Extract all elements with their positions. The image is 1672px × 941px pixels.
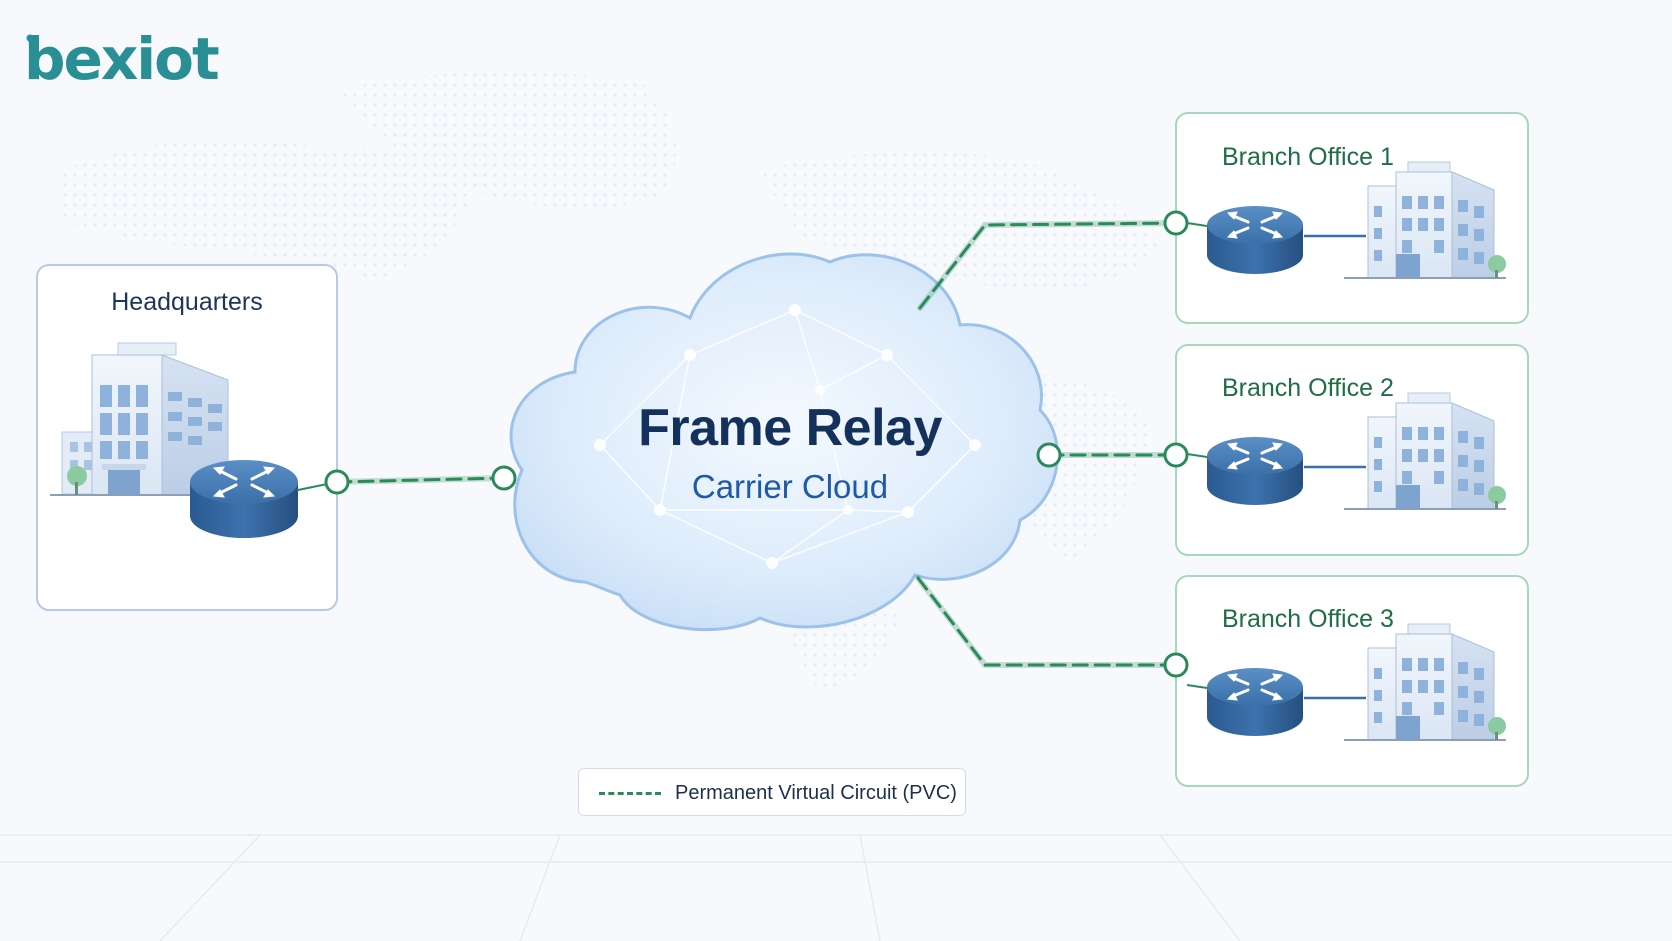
branch-router-icon	[1207, 206, 1303, 274]
branch-building-icon	[1344, 161, 1506, 279]
branch-router-icon	[1207, 437, 1303, 505]
endpoint-branch-3	[1163, 652, 1189, 678]
headquarters-building-icon	[50, 342, 232, 496]
pvc-endpoints	[324, 210, 1189, 678]
branch-office-2-equipment	[1186, 392, 1506, 510]
branch-router-icon	[1207, 668, 1303, 736]
headquarters-router-icon	[190, 460, 298, 538]
endpoint-hq	[324, 469, 350, 495]
logo-icon	[26, 34, 38, 60]
branch-office-3-equipment	[1186, 623, 1506, 741]
branch-building-icon	[1344, 392, 1506, 510]
legend: Permanent Virtual Circuit (PVC)	[578, 768, 966, 816]
floor-grid	[0, 834, 1672, 941]
endpoint-branch-2	[1163, 442, 1189, 468]
legend-pvc-label: Permanent Virtual Circuit (PVC)	[675, 782, 957, 804]
endpoint-cloud-right	[1036, 442, 1062, 468]
bexiot-logo[interactable]: bexiot	[24, 25, 220, 93]
pvc-cloud-to-branch-3	[915, 575, 1179, 668]
endpoint-cloud-left	[491, 465, 517, 491]
branch-building-icon	[1344, 623, 1506, 741]
pvc-hq-to-cloud	[334, 475, 507, 485]
cloud-subtitle: Carrier Cloud	[691, 468, 889, 505]
legend-pvc-swatch	[599, 792, 661, 795]
branch-office-1-label: Branch Office 1	[1222, 143, 1394, 171]
pvc-connections	[297, 220, 1179, 668]
cloud-title: Frame Relay	[638, 399, 942, 457]
headquarters-label: Headquarters	[111, 288, 263, 316]
carrier-cloud	[509, 252, 1059, 632]
pvc-cloud-to-branch-1	[917, 220, 1179, 311]
branch-office-1-equipment	[1186, 161, 1506, 279]
branch-office-2-label: Branch Office 2	[1222, 374, 1394, 402]
endpoint-branch-1	[1163, 210, 1189, 236]
branch-office-3-label: Branch Office 3	[1222, 605, 1394, 633]
